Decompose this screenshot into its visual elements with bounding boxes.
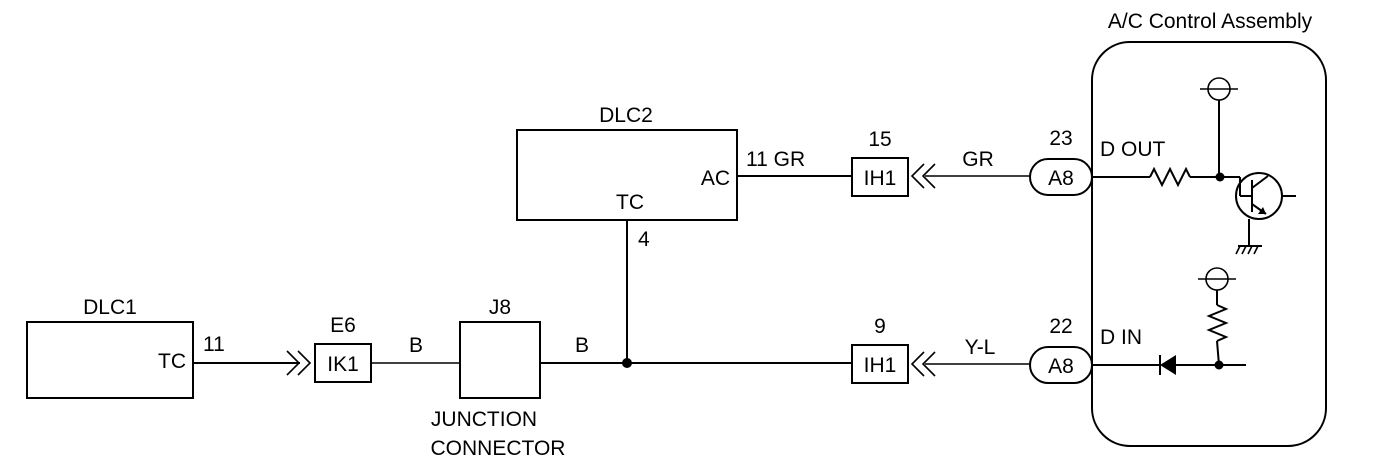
e6-ref: E6 <box>330 314 356 337</box>
dlc1-block: DLC1 TC 11 <box>26 296 225 399</box>
d-in-label: D IN <box>1100 326 1142 349</box>
junction-connector-j8: J8 JUNCTION CONNECTOR <box>431 296 566 460</box>
dlc2-ac-terminal: AC <box>701 167 730 190</box>
resistor-icon <box>1206 304 1229 342</box>
diode-icon <box>1159 355 1176 375</box>
a8-bottom-name: A8 <box>1048 355 1074 378</box>
wire-gr-label: GR <box>962 148 994 171</box>
dlc2-block: DLC2 AC TC 4 11 GR <box>516 104 805 251</box>
connector-a8-top: 23 A8 <box>1029 127 1093 196</box>
junction-line1: JUNCTION <box>431 408 537 431</box>
dlc2-name: DLC2 <box>599 104 653 127</box>
connector-chevron-icon <box>286 350 312 376</box>
d-out-label: D OUT <box>1100 138 1166 161</box>
wire-yl-label: Y-L <box>965 336 996 359</box>
dlc1-name: DLC1 <box>83 296 137 319</box>
connector-chevron-icon <box>910 163 936 189</box>
e6-name: IK1 <box>327 353 359 376</box>
dlc2-ac-wire-label: 11 GR <box>746 148 805 171</box>
wire-b-left-label: B <box>409 334 423 357</box>
connector-a8-bottom: 22 A8 <box>1029 315 1093 384</box>
power-supply-icon <box>1198 267 1236 291</box>
dlc2-tc-terminal: TC <box>616 191 644 214</box>
wire-resistor-node <box>1216 340 1220 366</box>
transistor-icon <box>1235 172 1296 220</box>
assembly-title: A/C Control Assembly <box>1108 10 1313 33</box>
wire-b-right-label: B <box>575 334 589 357</box>
power-supply-icon <box>1200 77 1238 101</box>
ac-control-assembly: A/C Control Assembly <box>1091 10 1327 447</box>
resistor-icon <box>1149 166 1191 188</box>
connector-ih1-bottom: 9 IH1 <box>851 315 909 384</box>
ih1-top-pin: 15 <box>868 128 891 151</box>
junction-line2: CONNECTOR <box>431 437 566 460</box>
dlc1-tc-terminal: TC <box>158 350 186 373</box>
j8-ref: J8 <box>489 296 511 319</box>
a8-top-pin: 23 <box>1049 127 1072 150</box>
ih1-bottom-pin: 9 <box>874 315 886 338</box>
ih1-bottom-name: IH1 <box>864 354 897 377</box>
junction-node <box>622 358 632 368</box>
connector-chevron-icon <box>910 351 936 377</box>
dlc2-tc-pin: 4 <box>638 228 650 251</box>
dlc1-pin: 11 <box>203 333 225 356</box>
connector-ih1-top: 15 IH1 <box>851 128 909 197</box>
connector-e6: E6 IK1 <box>314 314 372 383</box>
ih1-top-name: IH1 <box>864 167 897 190</box>
ground-icon <box>1235 245 1262 255</box>
a8-top-name: A8 <box>1048 167 1074 190</box>
a8-bottom-pin: 22 <box>1049 315 1072 338</box>
